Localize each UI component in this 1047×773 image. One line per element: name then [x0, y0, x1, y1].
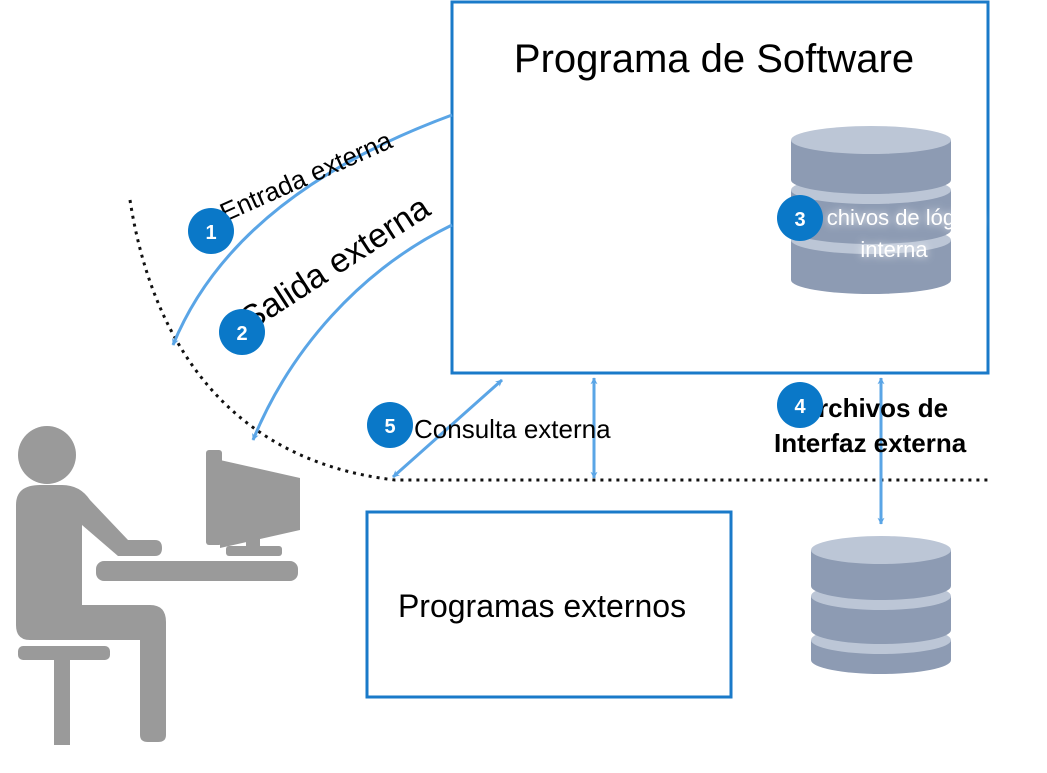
internal-files-label-line2: interna: [860, 237, 928, 262]
software-program-title: Programa de Software: [514, 37, 914, 81]
badge-3: 3: [777, 195, 823, 241]
external-input-label: Entrada externa: [215, 125, 397, 228]
svg-text:5: 5: [384, 416, 395, 438]
badge-1: 1: [188, 208, 234, 254]
badge-2: 2: [219, 309, 265, 355]
svg-text:3: 3: [794, 209, 805, 231]
external-input-arrow: [171, 113, 453, 346]
external-interface-database-icon: [811, 536, 951, 674]
badge-5: 5: [367, 402, 413, 448]
interface-files-label-line2: Interfaz externa: [774, 428, 967, 458]
application-boundary-line: [128, 199, 990, 482]
person-at-computer-icon: [16, 426, 300, 745]
external-programs-box: [365, 510, 733, 699]
external-output-arrow: [251, 223, 453, 441]
interface-files-label-line1: rchivos de: [818, 393, 948, 423]
software-program-box: [450, 0, 990, 375]
svg-text:1: 1: [205, 222, 216, 244]
external-query-arrow: [392, 378, 503, 479]
internal-logic-database-icon: [791, 126, 951, 294]
svg-text:4: 4: [794, 396, 806, 418]
external-programs-title: Programas externos: [398, 588, 686, 624]
internal-files-label-line1: chivos de lógica: [827, 205, 984, 230]
external-query-label: Consulta externa: [414, 414, 611, 444]
svg-text:2: 2: [236, 323, 247, 345]
badge-4: 4: [777, 382, 823, 428]
